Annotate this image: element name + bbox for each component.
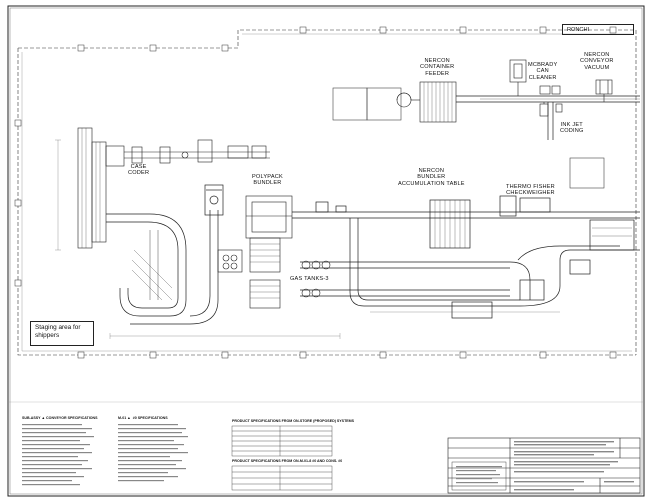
ink-jet-label: INK JET CODING — [560, 122, 584, 135]
gas-tanks-label: GAS TANKS-3 — [290, 276, 329, 282]
spec-title-product-m01: PRODUCT SPECIFICATIONS FROM ON-M-01-8 #0… — [232, 459, 343, 463]
column-markers — [14, 26, 617, 359]
can-cleaner-label: MCBRADY CAN CLEANER — [528, 62, 558, 81]
accumulation-table-label: NERCON BUNDLER ACCUMULATION TABLE — [398, 168, 465, 187]
lower-conveyor-loop — [300, 218, 640, 319]
ronchi-label: RONCHI — [562, 24, 634, 35]
polypack-bundler — [217, 195, 293, 309]
conveyor-vacuum — [595, 79, 613, 102]
building-outline — [17, 29, 637, 356]
checkweigher-label: THERMO FISHER CHECKWEIGHER — [506, 184, 555, 197]
container-feeder-label: NERCON CONTAINER FEEDER — [420, 58, 455, 77]
reserved-areas — [332, 87, 605, 189]
conveyor-vacuum-label: NERCON CONVEYOR VACUUM — [580, 52, 614, 71]
curved-conveyors — [106, 184, 224, 325]
dimension-lines — [55, 139, 560, 339]
gas-tanks — [301, 260, 331, 298]
spec-title-conveyor: SUB-ASSY ▲ CONVEYOR SPECIFICATIONS — [22, 416, 98, 420]
ink-jet — [539, 102, 563, 117]
title-block — [447, 437, 641, 494]
sheet-border — [7, 5, 645, 497]
top-conveyor-line — [456, 95, 640, 103]
spec-text-marks — [22, 424, 188, 486]
case-coder-label: CASE CODER — [128, 164, 150, 177]
spec-tables — [231, 425, 333, 491]
accumulation-conveyor — [292, 195, 640, 251]
can-cleaner — [509, 59, 561, 96]
polypack-bundler-label: POLYPACK BUNDLER — [252, 174, 283, 187]
case-coder — [77, 127, 270, 249]
spec-title-m01: M-01 ▲ #0 SPECIFICATIONS — [118, 416, 168, 420]
staging-area-label: Staging area for shippers — [30, 321, 94, 346]
spec-title-product-store: PRODUCT SPECIFICATIONS FROM ON-STORE (PR… — [232, 419, 355, 423]
container-feeder — [396, 81, 457, 123]
